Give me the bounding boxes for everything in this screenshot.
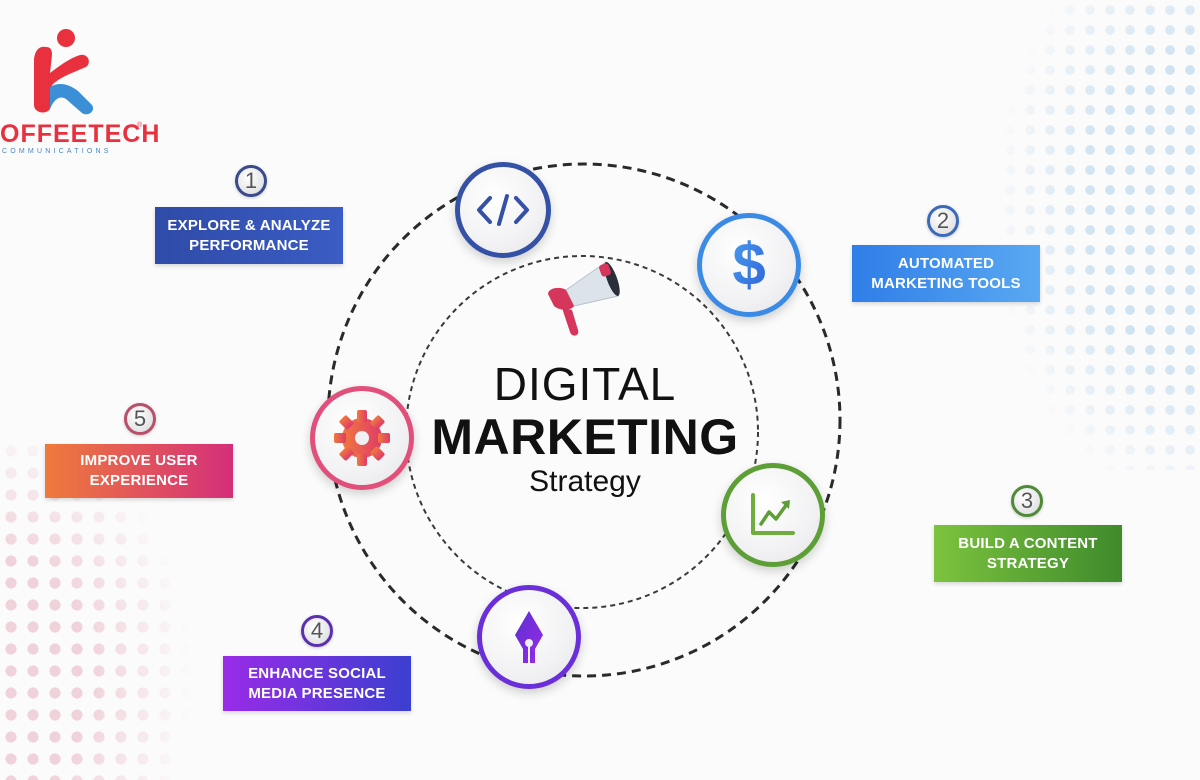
step-3-label[interactable]: BUILD A CONTENT STRATEGY: [934, 525, 1122, 582]
title-marketing: MARKETING: [431, 409, 739, 465]
step-4-label[interactable]: ENHANCE SOCIAL MEDIA PRESENCE: [223, 656, 411, 711]
brand-tagline: COMMUNICATIONS: [2, 148, 112, 155]
logo-mark-icon: [34, 29, 94, 115]
step-2-label[interactable]: AUTOMATED MARKETING TOOLS: [852, 245, 1040, 302]
step-5-number: 5: [124, 403, 156, 435]
step-5-line1: IMPROVE USER: [80, 452, 198, 469]
step-2-line2: MARKETING TOOLS: [871, 274, 1021, 292]
node-pen-nib[interactable]: [477, 585, 581, 689]
dollar-icon: $: [732, 233, 765, 297]
brand-logo: OFFEETECH ® COMMUNICATIONS: [0, 25, 159, 160]
center-title: DIGITAL MARKETING Strategy: [430, 358, 740, 500]
node-gear[interactable]: [310, 386, 414, 490]
step-4-line1: ENHANCE SOCIAL: [248, 664, 386, 682]
step-3-line2: STRATEGY: [986, 554, 1070, 572]
step-3-line1: BUILD A CONTENT: [958, 534, 1098, 552]
step-2-line1: AUTOMATED: [897, 254, 995, 272]
growth-chart-icon: [751, 493, 795, 535]
step-1-line1: EXPLORE & ANALYZE: [167, 216, 331, 234]
step-5-label[interactable]: IMPROVE USER EXPERIENCE: [45, 444, 233, 498]
decorative-dots-right: [940, 0, 1200, 470]
code-icon: [477, 194, 529, 226]
title-digital: DIGITAL: [493, 358, 677, 410]
step-5-line2: EXPERIENCE: [89, 472, 189, 489]
brand-name: OFFEETECH: [0, 120, 161, 148]
registered-mark: ®: [137, 122, 143, 129]
step-1-label[interactable]: EXPLORE & ANALYZE PERFORMANCE: [155, 207, 343, 264]
step-1-line2: PERFORMANCE: [189, 236, 309, 254]
svg-text:$: $: [732, 233, 765, 297]
step-1-number: 1: [235, 165, 267, 197]
megaphone-icon: [548, 261, 620, 336]
step-2-number: 2: [927, 205, 959, 237]
step-4-line2: MEDIA PRESENCE: [248, 684, 386, 702]
node-growth-chart[interactable]: [721, 463, 825, 567]
node-code[interactable]: [455, 162, 551, 258]
gear-icon: [334, 410, 390, 466]
node-dollar[interactable]: $: [697, 213, 801, 317]
step-4-number: 4: [301, 615, 333, 647]
step-3-number: 3: [1011, 485, 1043, 517]
title-strategy: Strategy: [529, 465, 641, 498]
pen-nib-icon: [515, 611, 543, 663]
